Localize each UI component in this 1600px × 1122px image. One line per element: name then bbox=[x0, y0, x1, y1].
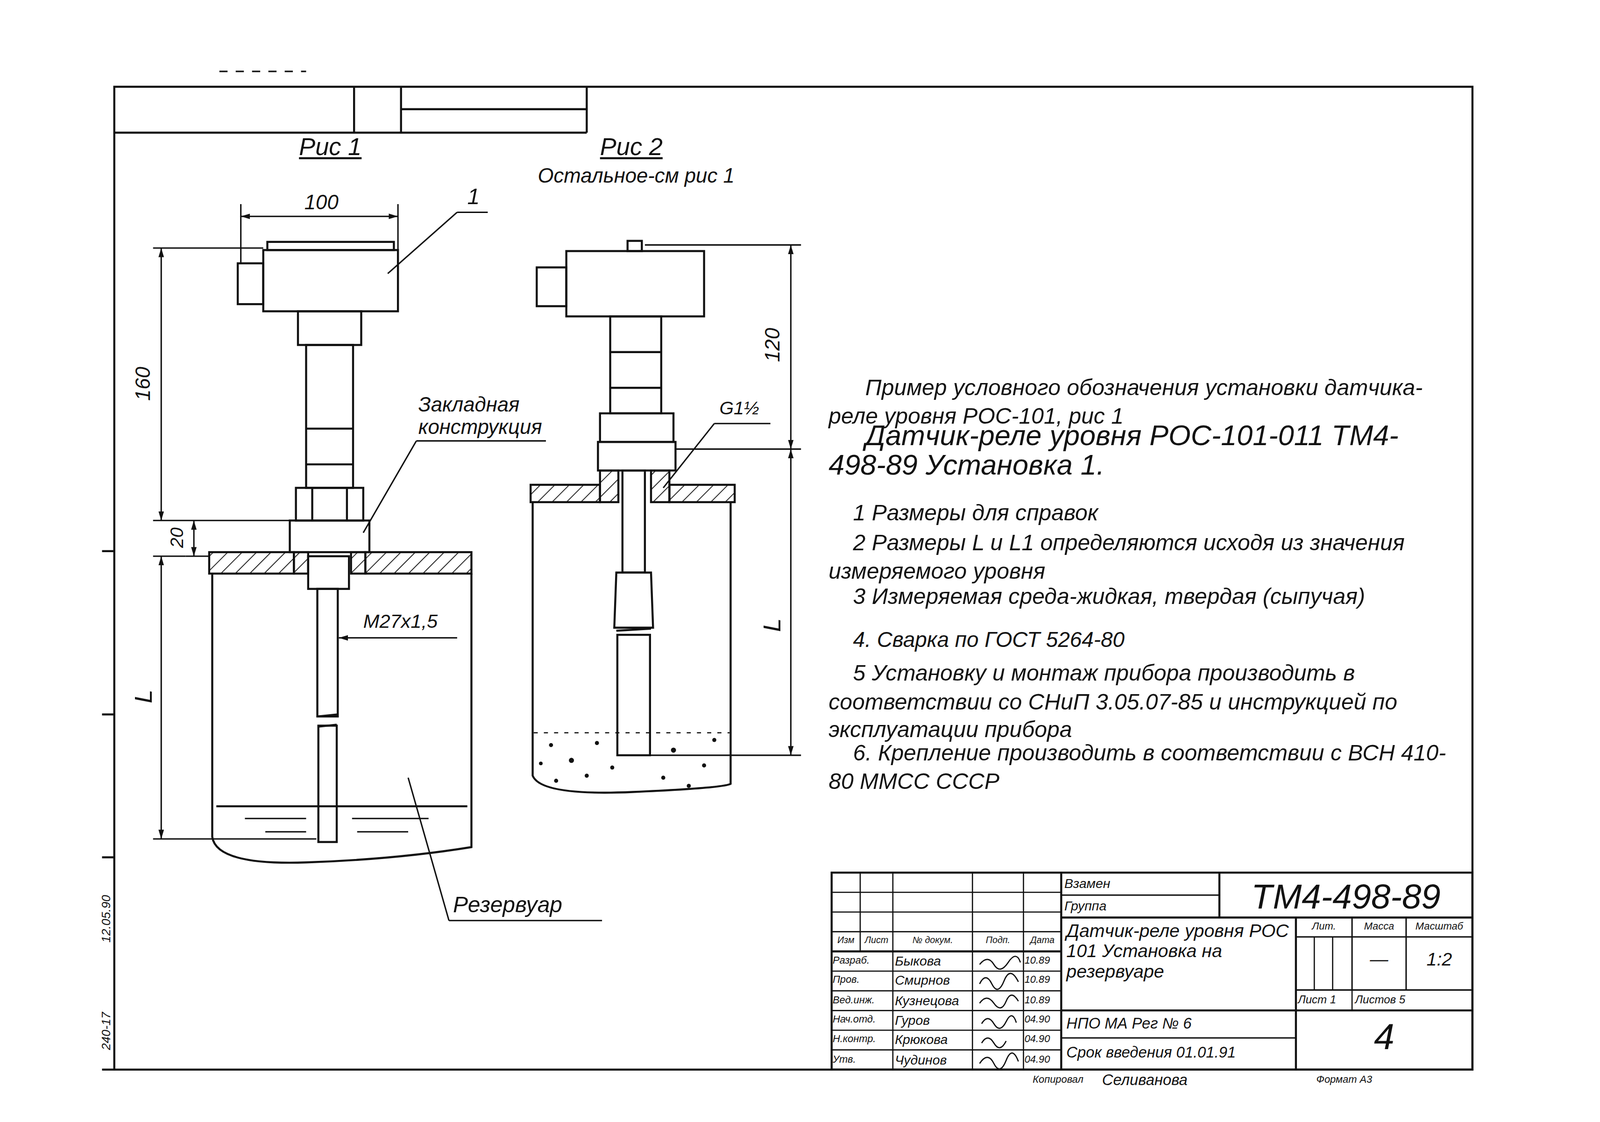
title-block-cell: Дата bbox=[1023, 934, 1062, 946]
figure-title: Рис 1 bbox=[298, 132, 381, 163]
title-block-cell: Взамен bbox=[1064, 875, 1218, 892]
note-text: 4. Сварка по ГОСТ 5264-80 bbox=[853, 626, 1364, 653]
title-block-cell: Масса bbox=[1352, 920, 1407, 933]
title-block-cell: 10.89 bbox=[1024, 993, 1061, 1006]
title-block-cell: № докум. bbox=[892, 934, 973, 946]
title-block-cell: Подп. bbox=[972, 934, 1024, 946]
margin-text: Копировал bbox=[1032, 1073, 1099, 1086]
title-block-cell: Крюкова bbox=[894, 1031, 972, 1048]
title-block-cell: ТМ4-498-89 bbox=[1221, 875, 1471, 918]
dimension: L bbox=[757, 608, 788, 640]
margin-text: Селиванова bbox=[1102, 1070, 1225, 1089]
figure-title: Рис 2 bbox=[600, 132, 682, 163]
title-block-cell: 4 bbox=[1295, 1014, 1473, 1059]
title-block-cell: Утв. bbox=[832, 1053, 893, 1066]
title-block-cell: Группа bbox=[1064, 898, 1218, 914]
title-block-cell: Листов 5 bbox=[1355, 992, 1470, 1007]
title-block-cell: Лит. bbox=[1295, 920, 1353, 933]
margin-text: 240-17 bbox=[99, 994, 114, 1067]
part-label: Резервуар bbox=[453, 892, 607, 920]
dimension: 100 bbox=[285, 189, 358, 214]
dimension: 120 bbox=[760, 314, 785, 376]
margin-text: 12.05.90 bbox=[99, 877, 114, 960]
margin-text: Формат А3 bbox=[1316, 1073, 1409, 1086]
thread-label: G1½ bbox=[719, 397, 781, 420]
title-block-cell: 04.90 bbox=[1024, 1053, 1061, 1066]
title-block-cell: Нач.отд. bbox=[832, 1013, 893, 1026]
note-text: 6. Крепление производить в соответствии … bbox=[828, 738, 1462, 795]
title-block-cell: Н.контр. bbox=[832, 1032, 893, 1045]
title-block-cell: — bbox=[1352, 948, 1407, 971]
title-block-cell: 04.90 bbox=[1024, 1032, 1061, 1045]
note-text: 3 Измеряемая среда-жидкая, твердая (сыпу… bbox=[853, 583, 1466, 611]
title-block-cell: НПО МА Рег № 6 bbox=[1066, 1014, 1293, 1033]
title-block-cell: Изм bbox=[831, 934, 861, 946]
note-text: 5 Установку и монтаж прибора производить… bbox=[828, 658, 1462, 744]
title-block-cell: Срок введения 01.01.91 bbox=[1066, 1042, 1293, 1062]
note-text: 1 Размеры для справок bbox=[853, 500, 1364, 528]
title-block-cell: 10.89 bbox=[1024, 954, 1061, 967]
figure-note: Остальное-см рис 1 bbox=[537, 163, 773, 188]
part-label: Закладная конструкция bbox=[418, 392, 592, 438]
title-block-cell: Гуров bbox=[894, 1012, 972, 1028]
title-block-cell: Быкова bbox=[894, 953, 972, 970]
note-text: 2 Размеры L и L1 определяются исходя из … bbox=[828, 528, 1462, 585]
title-block-cell: Разраб. bbox=[832, 954, 893, 967]
title-block-cell: Кузнецова bbox=[894, 992, 972, 1009]
title-block-cell: Чудинов bbox=[894, 1052, 972, 1069]
title-block-cell: Лист bbox=[860, 934, 893, 946]
title-block-cell: Масштаб bbox=[1406, 920, 1473, 933]
title-block-cell: 04.90 bbox=[1024, 1013, 1061, 1026]
title-block-cell: Датчик-реле уровня РОС 101 Установка на … bbox=[1066, 921, 1293, 983]
dimension: 20 bbox=[166, 517, 189, 559]
dimension: L bbox=[129, 680, 159, 712]
dimension: 160 bbox=[130, 353, 156, 415]
thread-label: M27x1,5 bbox=[363, 610, 466, 634]
title-block-cell: Вед.инж. bbox=[832, 993, 893, 1006]
callout-number: 1 bbox=[461, 183, 486, 211]
note-text: Датчик-реле уровня РОС-101-011 ТМ4-498-8… bbox=[828, 420, 1401, 481]
title-block-cell: 1:2 bbox=[1406, 948, 1473, 971]
title-block-cell: Пров. bbox=[832, 973, 893, 986]
title-block-cell: Лист 1 bbox=[1297, 992, 1352, 1007]
title-block-cell: Смирнов bbox=[894, 972, 972, 989]
title-block-cell: 10.89 bbox=[1024, 973, 1061, 986]
